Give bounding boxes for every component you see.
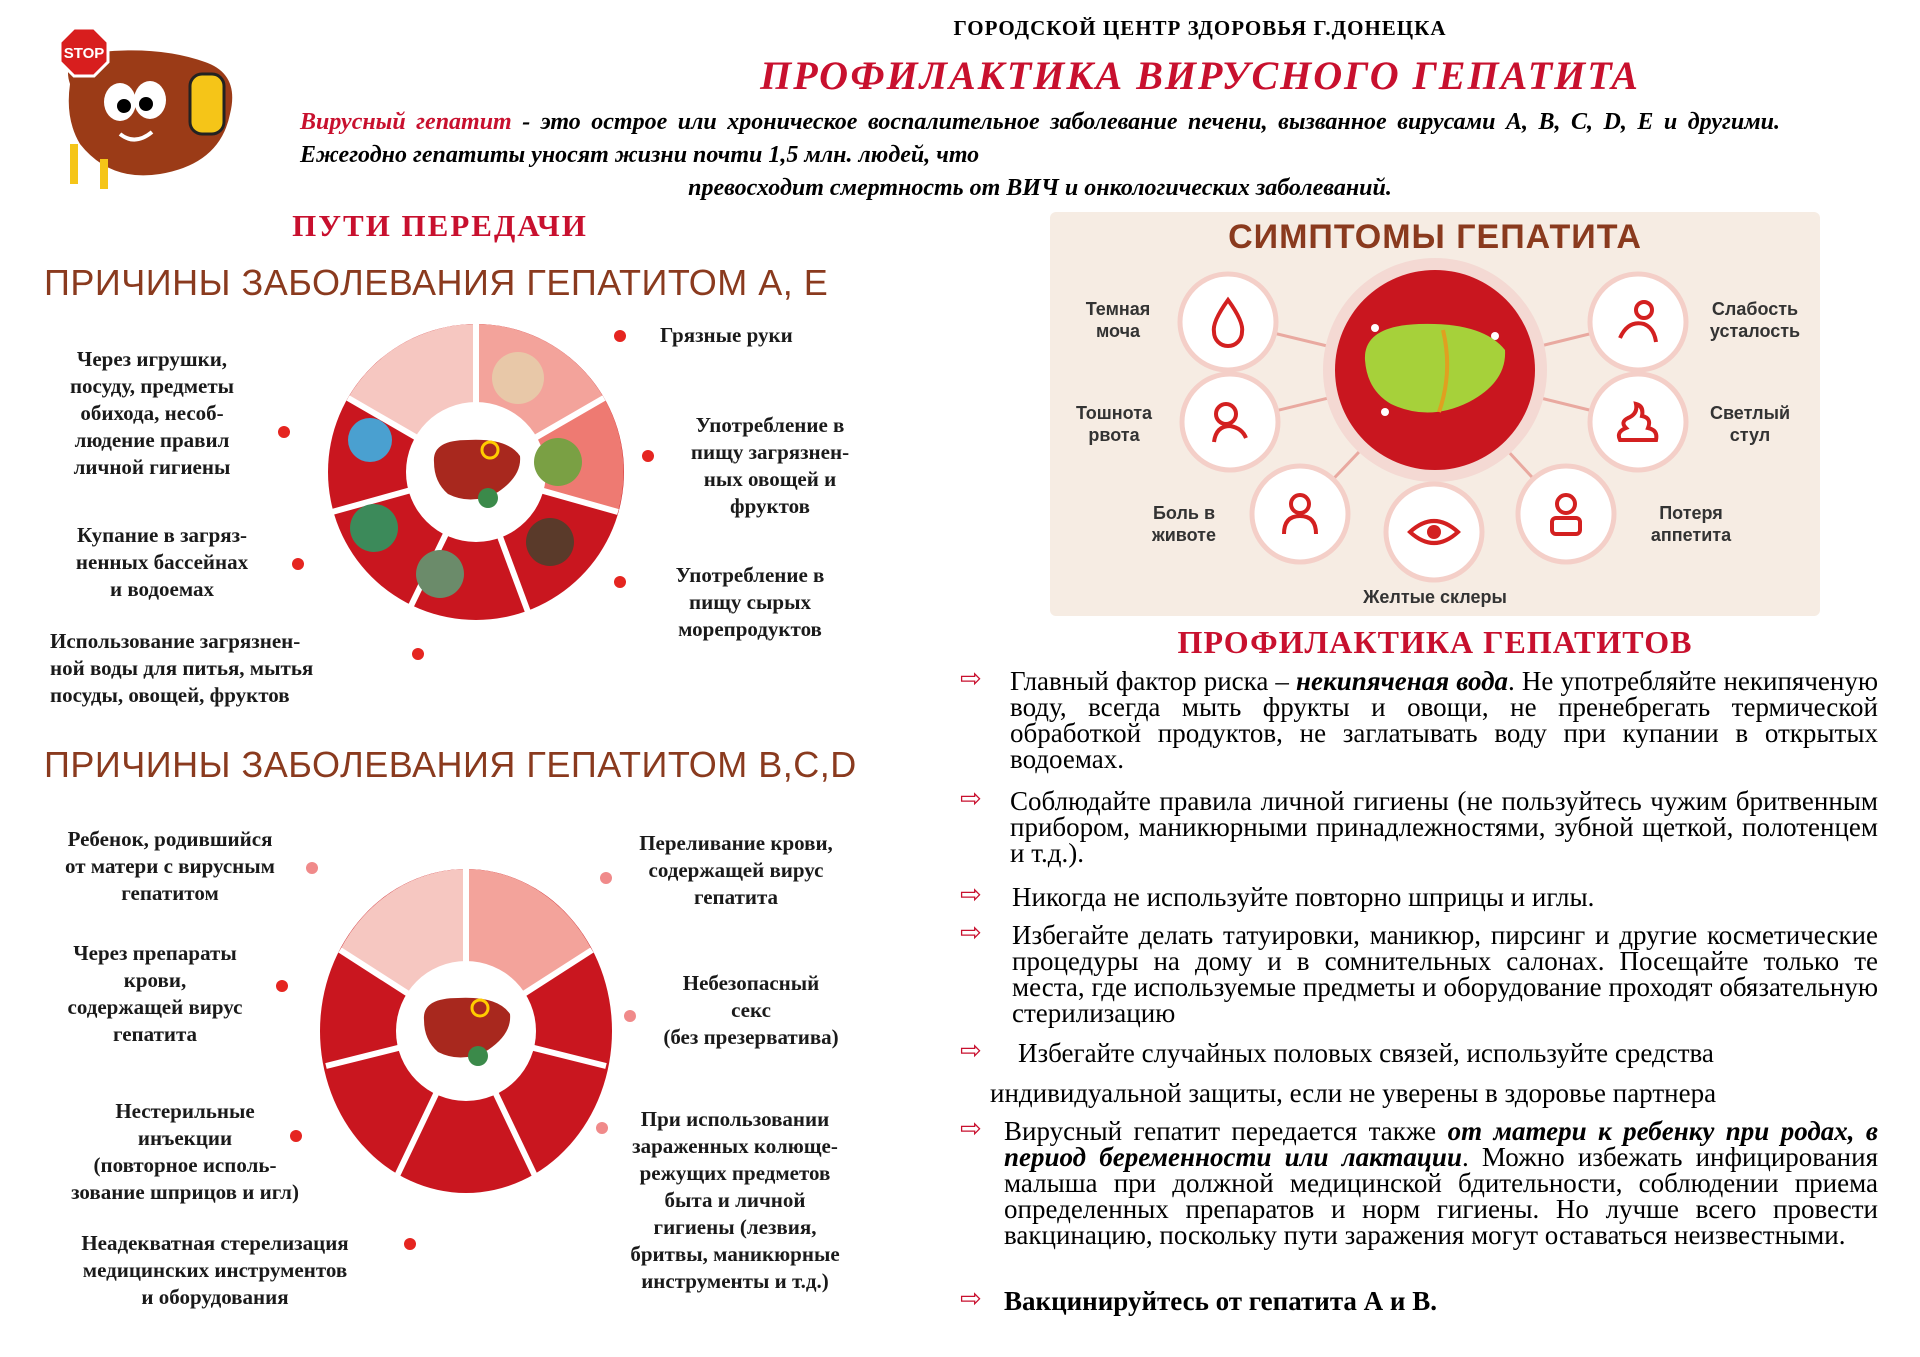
prevention-item-6: Вирусный гепатит передается также от мат…	[1004, 1116, 1878, 1250]
bcd-cause-label: Нестерильные инъекции (повторное исполь-…	[71, 1099, 299, 1204]
intro-highlight: Вирусный гепатит	[300, 109, 512, 135]
bullet-dot	[404, 1238, 416, 1250]
ae-cause-label: Грязные руки	[660, 323, 793, 347]
symptom-label: Боль в животе	[1151, 503, 1217, 545]
liver-icon	[428, 432, 524, 517]
arrow-icon: ⇨	[960, 918, 982, 948]
arrow-icon: ⇨	[960, 880, 982, 910]
stop-liver-icon: STOP	[40, 24, 250, 194]
appetite-icon	[1542, 490, 1590, 543]
weakness-icon	[1614, 298, 1662, 351]
prevention-emphasis: от матери к ребенку при родах, в период …	[1004, 1116, 1878, 1172]
prevention-text: Вирусный гепатит передается также	[1004, 1116, 1448, 1146]
prevention-emphasis: некипяченая вода	[1296, 666, 1509, 696]
symptoms-title: СИМПТОМЫ ГЕПАТИТА	[1228, 218, 1642, 256]
ae-cause-label: Купание в загряз- ненных бассейнах и вод…	[75, 523, 249, 601]
prevention-item-2: Соблюдайте правила личной гигиены (не по…	[1010, 786, 1878, 868]
arrow-icon: ⇨	[960, 1036, 982, 1066]
ae-cause-label: Употребление в пищу загрязнен- ных овоще…	[690, 413, 850, 518]
bullet-dot	[624, 1010, 636, 1022]
arrow-icon: ⇨	[960, 1114, 982, 1144]
bullet-dot	[276, 980, 288, 992]
bcd-cause-label: При использовании зараженных колюще- реж…	[630, 1107, 840, 1293]
bcd-cause-label: Через препараты крови, содержащей вирус …	[67, 941, 243, 1046]
intro-paragraph: Вирусный гепатит - это острое или хронич…	[300, 106, 1780, 205]
arrow-icon: ⇨	[960, 664, 982, 694]
prevention-item-7: Вакцинируйтесь от гепатита А и В.	[1004, 1286, 1437, 1316]
nausea-icon	[1206, 398, 1254, 451]
bcd-cause-label: Ребенок, родившийся от матери с вирусным…	[65, 827, 275, 905]
bullet-dot	[292, 558, 304, 570]
bcd-cause-label: Неадекватная стерелизация медицинских ин…	[81, 1231, 349, 1309]
arrow-icon: ⇨	[960, 1284, 982, 1314]
ae-cause-label: Употребление в пищу сырых морепродуктов	[675, 563, 825, 641]
causes-bcd-heading: ПРИЧИНЫ ЗАБОЛЕВАНИЯ ГЕПАТИТОМ B,C,D	[44, 744, 857, 785]
prevention-item-5-line2: индивидуальной защиты, если не уверены в…	[990, 1078, 1717, 1108]
bcd-cause-label: Переливание крови, содержащей вирус гепа…	[639, 831, 833, 909]
intro-line-1: - это острое или хроническое воспалитель…	[511, 109, 1387, 135]
drop-icon	[1204, 296, 1252, 353]
symptom-label: Тошнота рвота	[1075, 403, 1153, 445]
transmission-title: ПУТИ ПЕРЕДАЧИ	[292, 208, 588, 243]
causes-ae-wheel	[318, 322, 634, 622]
prevention-text: Главный фактор риска –	[1010, 666, 1297, 696]
stop-sign-text: STOP	[64, 45, 105, 62]
prevention-item-5-line1: Избегайте случайных половых связей, испо…	[1018, 1038, 1714, 1068]
page-title: ПРОФИЛАКТИКА ВИРУСНОГО ГЕПАТИТА	[760, 53, 1640, 98]
causes-ae-heading: ПРИЧИНЫ ЗАБОЛЕВАНИЯ ГЕПАТИТОМ А, Е	[44, 262, 829, 303]
symptom-label: Темная моча	[1085, 299, 1151, 341]
prevention-text: . Можно избежать инфицирования малыша пр…	[1004, 1142, 1878, 1250]
causes-bcd-wheel	[316, 866, 616, 1196]
bullet-dot	[642, 450, 654, 462]
prevention-title: ПРОФИЛАКТИКА ГЕПАТИТОВ	[1177, 624, 1693, 660]
bullet-dot	[614, 576, 626, 588]
stomach-pain-icon	[1276, 490, 1324, 543]
symptoms-panel: СИМПТОМЫ ГЕПАТИТА	[1050, 212, 1820, 616]
symptom-label: Потеря аппетита	[1650, 503, 1732, 545]
liver-icon	[418, 990, 514, 1075]
bullet-dot	[412, 648, 424, 660]
bullet-dot	[614, 330, 626, 342]
bullet-dot	[290, 1130, 302, 1142]
bullet-dot	[596, 1122, 608, 1134]
arrow-icon: ⇨	[960, 784, 982, 814]
organization-name: ГОРОДСКОЙ ЦЕНТР ЗДОРОВЬЯ Г.ДОНЕЦКА	[953, 16, 1447, 40]
stool-icon	[1614, 398, 1662, 451]
ae-cause-label: Использование загрязнен- ной воды для пи…	[50, 629, 314, 707]
bullet-dot	[278, 426, 290, 438]
symptom-label: Желтые склеры	[1363, 587, 1507, 607]
bullet-dot	[600, 872, 612, 884]
intro-line-2: вирусами A, B, C, D, E и другими. Ежегод…	[300, 109, 1780, 168]
eye-icon	[1406, 514, 1462, 555]
ae-cause-label: Через игрушки, посуду, предметы обихода,…	[69, 347, 235, 479]
bcd-cause-label: Небезопасный секс (без презерватива)	[663, 971, 839, 1049]
prevention-item-1: Главный фактор риска – некипяченая вода.…	[1010, 666, 1878, 774]
prevention-item-4: Избегайте делать татуировки, маникюр, пи…	[1012, 920, 1878, 1028]
prevention-text: . Не употребляйте некипяченую воду, всег…	[1010, 666, 1878, 774]
symptom-label: Светлый стул	[1709, 403, 1791, 445]
bullet-dot	[306, 862, 318, 874]
prevention-item-3: Никогда не используйте повторно шприцы и…	[1012, 882, 1595, 912]
symptom-label: Слабость усталость	[1709, 299, 1801, 341]
intro-line-3: превосходит смертность от ВИЧ и онкологи…	[688, 175, 1392, 201]
liver-icon	[1355, 312, 1515, 437]
